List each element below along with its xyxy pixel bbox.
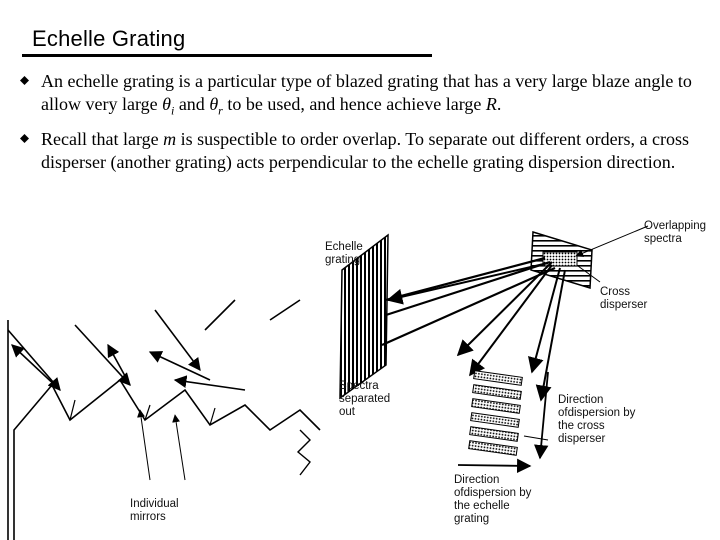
label-echelle-grating: Echelle grating bbox=[325, 241, 363, 266]
dispersed-rays bbox=[386, 261, 566, 402]
label-direction-cross: Direction ofdispersion by the cross disp… bbox=[558, 394, 636, 445]
break-marks bbox=[296, 429, 311, 476]
bullet-item-1: An echelle grating is a particular type … bbox=[20, 70, 710, 123]
bullet-item-2: Recall that large m is suspectible to or… bbox=[20, 128, 710, 174]
bullet-text-2: Recall that large m is suspectible to or… bbox=[41, 129, 690, 172]
incident-rays bbox=[381, 256, 556, 347]
diamond-bullet-icon bbox=[20, 134, 29, 143]
page-title: Echelle Grating bbox=[32, 26, 186, 51]
cross-disperser-pointer bbox=[577, 265, 601, 283]
mirror-pointer-2 bbox=[172, 414, 186, 481]
spectra-stroke bbox=[523, 435, 549, 441]
cross-direction-arrow bbox=[534, 371, 549, 460]
echelle-grating-plate bbox=[339, 233, 389, 400]
mirror-pointer bbox=[137, 409, 151, 481]
label-overlapping-spectra: Overlapping spectra bbox=[644, 220, 707, 245]
diamond-bullet-icon bbox=[20, 76, 29, 85]
label-spectra-separated: Spectra separated out bbox=[339, 380, 391, 418]
theta-i: θi bbox=[162, 94, 175, 118]
individual-mirrors-sawtooth bbox=[7, 320, 321, 540]
overlap-pointer bbox=[575, 225, 649, 257]
theta-r: θr bbox=[209, 94, 223, 118]
separated-spectra bbox=[468, 370, 523, 456]
mirror-normals bbox=[69, 399, 216, 426]
label-direction-echelle: Direction ofdispersion by the echelle gr… bbox=[454, 474, 532, 525]
mirror-rays bbox=[7, 299, 301, 391]
label-cross-disperser: Cross disperser bbox=[600, 286, 648, 311]
echelle-direction-arrow bbox=[457, 458, 532, 474]
title-underline bbox=[22, 54, 432, 57]
bullet-text-1: An echelle grating is a particular type … bbox=[41, 71, 692, 118]
label-individual-mirrors: Individual mirrors bbox=[130, 498, 179, 523]
